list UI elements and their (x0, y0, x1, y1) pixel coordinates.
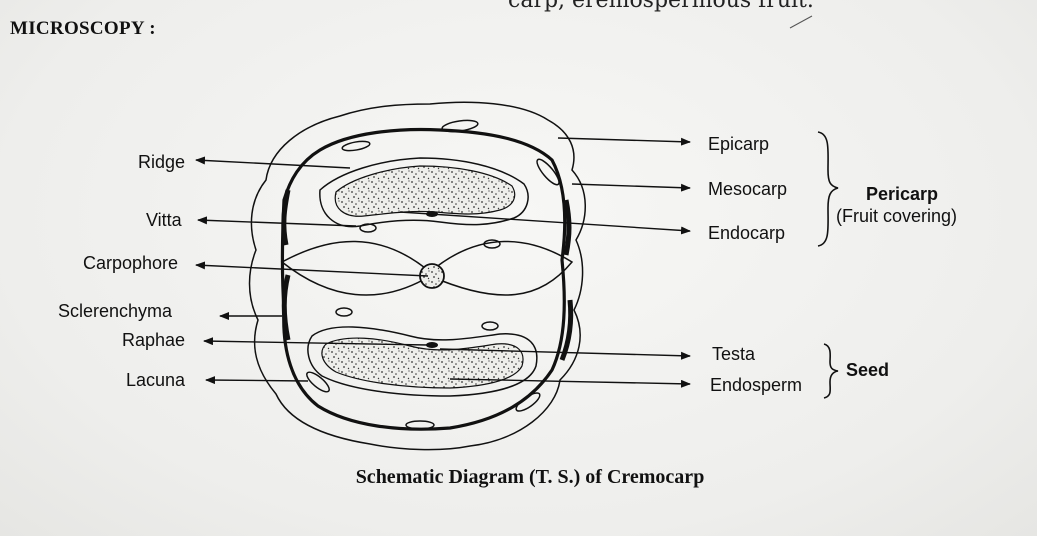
endocarp-pointer (400, 212, 690, 231)
seed-brace (824, 344, 838, 398)
label-pericarp: Pericarp (866, 184, 938, 205)
vitta-inner (336, 308, 352, 316)
label-endosperm: Endosperm (710, 375, 802, 396)
carpophore-pointer (196, 265, 428, 276)
sclerenchyma-strand (284, 190, 288, 245)
vitta-outer (342, 140, 371, 153)
label-testa: Testa (712, 344, 755, 365)
label-mesocarp: Mesocarp (708, 179, 787, 200)
label-epicarp: Epicarp (708, 134, 769, 155)
label-fruit-covering: (Fruit covering) (836, 206, 957, 227)
scan-scratch (790, 16, 812, 28)
label-sclerenchyma: Sclerenchyma (58, 301, 172, 322)
label-raphae: Raphae (122, 330, 185, 351)
label-ridge: Ridge (138, 152, 185, 173)
upper-endosperm (335, 166, 514, 216)
pericarp-brace (818, 132, 838, 246)
epicarp-pointer (558, 138, 690, 142)
lacuna-pointer (206, 380, 308, 381)
label-endocarp: Endocarp (708, 223, 785, 244)
label-carpophore: Carpophore (83, 253, 178, 274)
sclerenchyma-strand (284, 275, 288, 340)
figure-caption: Schematic Diagram (T. S.) of Cremocarp (300, 466, 760, 489)
label-vitta: Vitta (146, 210, 182, 231)
mesocarp-pointer (572, 184, 690, 188)
sclerenchyma-strand (566, 200, 569, 255)
label-seed: Seed (846, 360, 889, 381)
label-lacuna: Lacuna (126, 370, 185, 391)
vitta-inner (482, 322, 498, 330)
ridge-pointer (196, 160, 350, 168)
